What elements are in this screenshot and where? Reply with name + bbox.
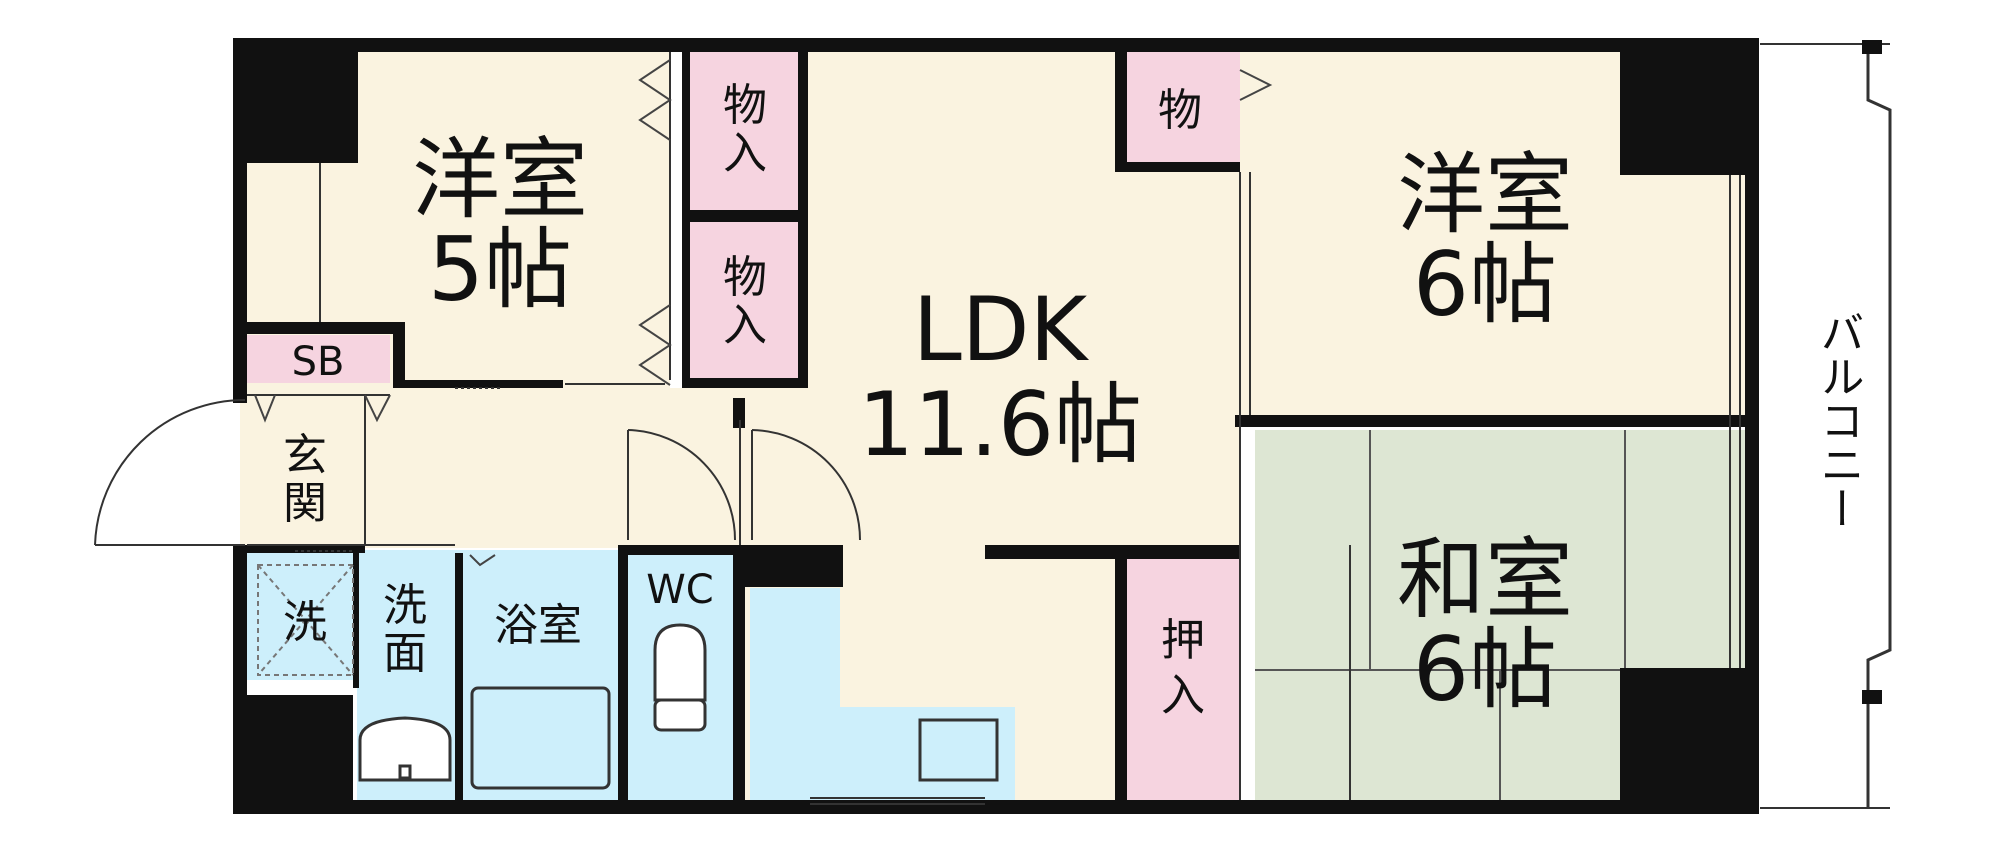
ldk-size: 11.6帖 xyxy=(858,373,1142,476)
entrance-line2: 関 xyxy=(283,478,327,529)
closet1-line2: 入 xyxy=(723,128,767,179)
japanese-name: 和室 xyxy=(1397,528,1573,631)
thin-lines xyxy=(247,52,1741,805)
wall-kitchen-top xyxy=(733,545,843,587)
oshiire-line2: 入 xyxy=(1161,670,1205,721)
wall-toilet-left xyxy=(618,545,628,801)
wall-closet-small-bottom xyxy=(1115,162,1240,172)
wall-bedroom5-bottom xyxy=(393,380,563,388)
shoebox-floor xyxy=(245,335,390,383)
western6-name: 洋室 xyxy=(1397,143,1573,246)
column-bottom-left xyxy=(233,695,353,814)
bathtub-fixture xyxy=(470,686,611,790)
kitchen-floor xyxy=(750,588,1015,800)
outer-wall-right xyxy=(1745,38,1759,814)
japanese-size: 6帖 xyxy=(1413,618,1557,721)
room-labels: 洋室 5帖 物 入 物 入 物 LDK 11.6帖 洋室 6帖 和室 6帖 SB… xyxy=(283,80,1864,721)
washer-symbol xyxy=(257,564,354,676)
oshiire-floor xyxy=(1127,553,1240,801)
western5-name: 洋室 xyxy=(412,128,588,231)
entrance-door[interactable] xyxy=(94,399,246,546)
wall-toilet-right xyxy=(733,545,745,801)
wall-closet-small-left xyxy=(1115,52,1127,172)
wall-ldk-divider xyxy=(985,545,1240,559)
wall-shoebox-top xyxy=(245,322,405,334)
balcony xyxy=(1760,40,1910,810)
entrance-line1: 玄 xyxy=(283,430,327,481)
outer-wall-bottom xyxy=(233,800,1758,814)
column-top-right xyxy=(1620,38,1758,175)
balcony-label: バルコニー xyxy=(1813,310,1864,530)
wall-washer-right xyxy=(353,553,359,688)
shoebox-label: SB xyxy=(292,339,345,385)
column-bottom-right xyxy=(1620,668,1758,814)
closet2-line1: 物 xyxy=(723,252,767,303)
western6-size: 6帖 xyxy=(1413,233,1557,336)
washroom-line1: 洗 xyxy=(383,580,427,631)
balcony-floor xyxy=(1760,40,1910,810)
wall-western6-bottom xyxy=(1235,415,1750,427)
closet2-line2: 入 xyxy=(723,300,767,351)
entrance-hall-floor xyxy=(240,388,740,548)
closet1-line1: 物 xyxy=(723,80,767,131)
closet-small-label: 物 xyxy=(1158,85,1202,136)
wall-hall-pillar xyxy=(733,398,745,428)
interior-doors xyxy=(627,429,861,541)
washer-label: 洗 xyxy=(283,597,327,648)
wall-closet-bottom xyxy=(690,378,805,388)
bath-label: 浴室 xyxy=(494,600,582,651)
wall-wet-top xyxy=(245,545,365,553)
column-top-left xyxy=(233,38,358,163)
closet-small-floor xyxy=(1125,52,1240,162)
wall-closet-left xyxy=(682,52,690,388)
wall-hall-top xyxy=(618,545,733,555)
closet-top1-floor xyxy=(690,52,800,212)
ldk-name: LDK xyxy=(913,278,1090,381)
wall-closet-divider xyxy=(690,210,805,222)
toilet-fixture xyxy=(653,623,707,732)
wall-bath-left xyxy=(455,553,463,801)
outer-wall-top xyxy=(233,38,1758,52)
sink-fixture xyxy=(358,716,452,782)
oshiire-line1: 押 xyxy=(1161,615,1205,666)
walls xyxy=(233,38,1759,814)
fold-door-marks xyxy=(254,59,1273,567)
wall-shoebox-right xyxy=(393,322,405,388)
washroom-line2: 面 xyxy=(383,628,427,679)
kitchen-counter xyxy=(918,718,999,782)
toilet-label: WC xyxy=(646,567,713,613)
wall-oshiire-left xyxy=(1115,545,1127,801)
western5-size: 5帖 xyxy=(428,218,572,321)
closet-top2-floor xyxy=(690,222,800,382)
